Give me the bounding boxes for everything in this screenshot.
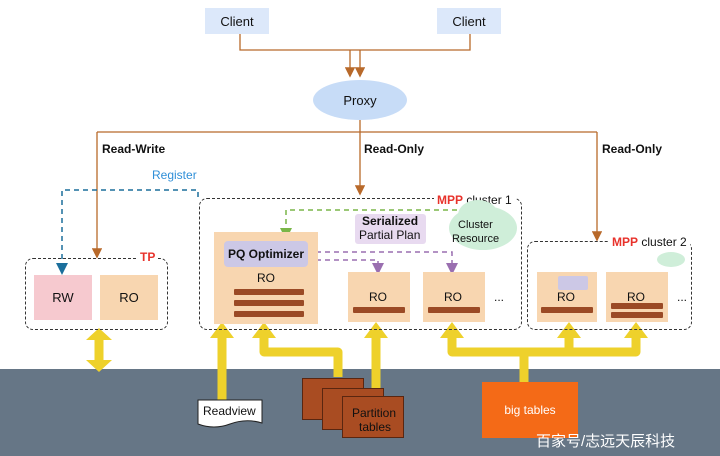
big-tables-store: big tables xyxy=(482,382,578,438)
partition-label-2: tables xyxy=(359,420,392,434)
watermark: 百家号/志远天辰科技 xyxy=(536,433,676,450)
client-node: Client xyxy=(437,8,501,34)
cluster-resource-label-1: Cluster xyxy=(458,219,493,231)
rw-node: RW xyxy=(34,275,92,320)
client-node: Client xyxy=(205,8,269,34)
data-bar xyxy=(234,289,304,295)
partial-plan-label: Partial Plan xyxy=(359,228,421,242)
ro-node xyxy=(423,272,485,322)
ro-node-label: RO xyxy=(627,290,645,304)
read-write-label: Read-Write xyxy=(102,142,166,156)
ro-node: RO xyxy=(100,275,158,320)
data-bar xyxy=(353,307,405,313)
read-only-label-1: Read-Only xyxy=(364,142,425,156)
coordinator-ro-label: RO xyxy=(257,271,275,285)
read-only-label-2: Read-Only xyxy=(602,142,663,156)
partition-table-sheet xyxy=(342,396,404,438)
partial-plan-arrows xyxy=(307,251,458,275)
tp-tag: TP xyxy=(138,250,158,264)
partition-label-1: Partition xyxy=(352,406,397,420)
cluster-resource-label-2: Resource xyxy=(452,233,500,245)
data-bar xyxy=(428,307,480,313)
register-arrow xyxy=(56,189,199,275)
data-bar xyxy=(234,311,304,317)
cluster-resource-cloud-puff xyxy=(458,200,498,230)
mpp-cluster-2-title: MPP cluster 2 xyxy=(609,235,690,249)
more-nodes-ellipsis: ... xyxy=(494,290,505,304)
more-nodes-ellipsis: ... xyxy=(677,290,688,304)
data-bar xyxy=(611,312,663,318)
data-flow-arrows xyxy=(94,336,641,403)
data-flow-arrowheads xyxy=(86,322,648,372)
proxy-node: Proxy xyxy=(313,80,407,120)
data-bar xyxy=(234,300,304,306)
pq-optimizer: PQ Optimizer xyxy=(224,241,308,267)
register-label: Register xyxy=(152,168,197,182)
ro-node-label: RO xyxy=(557,290,575,304)
optimizer-placeholder xyxy=(558,276,588,290)
proxy-routes xyxy=(91,117,603,259)
ro-node xyxy=(348,272,410,322)
cluster-resource-cloud xyxy=(657,252,685,267)
tp-group xyxy=(25,258,168,330)
readview-label: Readview xyxy=(203,404,256,418)
client-proxy-links xyxy=(239,32,471,78)
ro-node-label: RO xyxy=(369,290,387,304)
partial-plan-box xyxy=(355,214,426,244)
mpp-cluster-1 xyxy=(199,198,522,330)
ro-node-label: RO xyxy=(444,290,462,304)
data-bar xyxy=(541,307,593,313)
data-bar xyxy=(611,303,663,309)
serialized-label: Serialized xyxy=(362,214,419,228)
